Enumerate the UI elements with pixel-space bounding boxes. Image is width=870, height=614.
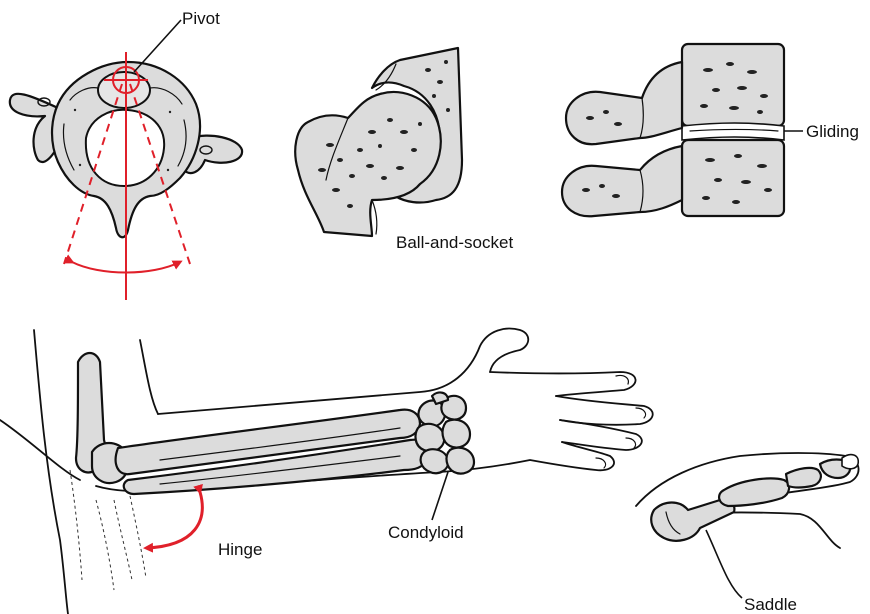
saddle-label: Saddle: [744, 595, 797, 614]
carpal-bones: [416, 393, 474, 474]
hinge-motion-arrow: [146, 492, 202, 548]
ball-and-socket-label: Ball-and-socket: [396, 233, 513, 252]
pivot-label: Pivot: [182, 9, 220, 28]
hinge-label: Hinge: [218, 540, 262, 559]
saddle-joint-illustration: [636, 453, 859, 598]
pivot-joint-illustration: [10, 20, 242, 300]
gliding-label: Gliding: [806, 122, 859, 141]
gliding-joint-illustration: [562, 44, 803, 216]
ball-and-socket-joint-illustration: [295, 48, 462, 236]
condyloid-label: Condyloid: [388, 523, 464, 542]
arm-illustration: [0, 329, 653, 614]
